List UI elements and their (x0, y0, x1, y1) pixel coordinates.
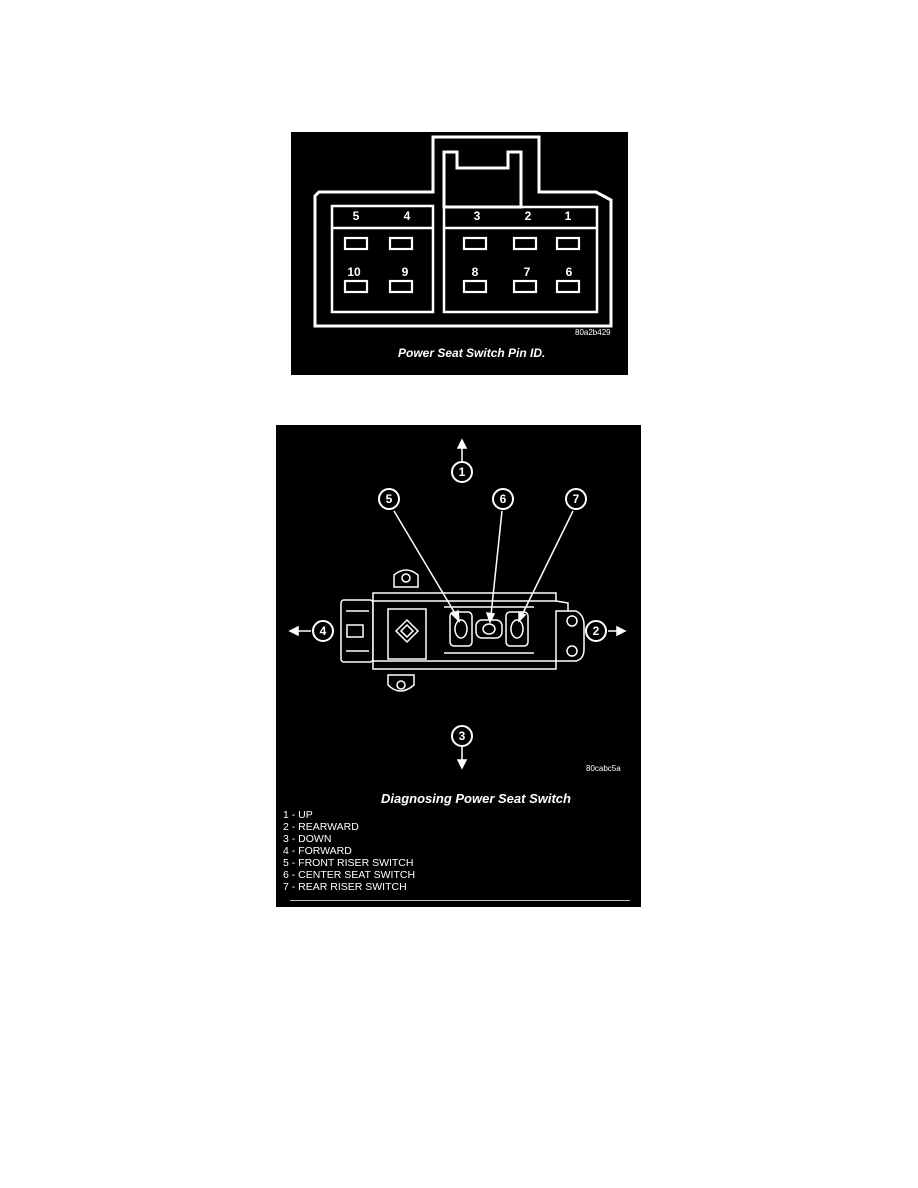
pin-label-4: 4 (404, 209, 411, 223)
legend-item: 7 - REAR RISER SWITCH (283, 881, 407, 893)
pin-cavity-8 (462, 279, 488, 294)
figure-caption: Power Seat Switch Pin ID. (398, 346, 546, 360)
pin-label-10: 10 (347, 265, 361, 279)
pin-label-3: 3 (474, 209, 481, 223)
connector-outline: 5 4 3 2 1 10 9 8 7 6 (313, 135, 613, 328)
pin-cavity-10 (343, 279, 369, 294)
callout-6: 6 (500, 492, 507, 506)
callout-3-circle (451, 725, 473, 747)
callout-7: 7 (573, 492, 580, 506)
callout-5: 5 (386, 492, 393, 506)
pin-label-5: 5 (353, 209, 360, 223)
pin-cavity-1 (555, 236, 581, 251)
figure-caption: Diagnosing Power Seat Switch (381, 791, 571, 806)
legend-item: 1 - UP (283, 809, 313, 821)
figure-code: 80a2b429 (575, 328, 611, 337)
pin-label-7: 7 (524, 265, 531, 279)
legend-item: 3 - DOWN (283, 833, 332, 845)
pin-id-figure: 5 4 3 2 1 10 9 8 7 6 80a2b429 Power Seat… (291, 132, 628, 375)
legend-list: 1 - UP 2 - REARWARD 3 - DOWN 4 - FORWARD… (283, 809, 415, 893)
callout-3: 3 (459, 729, 466, 743)
pin-label-2: 2 (525, 209, 532, 223)
legend-item: 6 - CENTER SEAT SWITCH (283, 869, 416, 881)
pin-cavity-2 (512, 236, 538, 251)
callout-6-circle (492, 488, 514, 510)
legend-item: 5 - FRONT RISER SWITCH (283, 857, 414, 869)
pin-label-8: 8 (472, 265, 479, 279)
callout-2-circle (585, 620, 607, 642)
legend-item: 4 - FORWARD (283, 845, 352, 857)
pin-cavities (343, 236, 581, 294)
callout-2: 2 (593, 624, 600, 638)
callout-4: 4 (320, 624, 327, 638)
legend-item: 2 - REARWARD (283, 821, 359, 833)
callout-1: 1 (459, 465, 466, 479)
callout-1-circle (451, 461, 473, 483)
pin-cavity-5 (343, 236, 369, 251)
pin-cavity-7 (512, 279, 538, 294)
callout-5-circle (378, 488, 400, 510)
figure-code: 80cabc5a (586, 764, 621, 773)
callout-7-circle (565, 488, 587, 510)
pin-label-1: 1 (565, 209, 572, 223)
pin-cavity-3 (462, 236, 488, 251)
pin-cavity-6 (555, 279, 581, 294)
pin-cavity-4 (388, 236, 414, 251)
bottom-rule (290, 900, 630, 901)
switch-diagram: 1 2 3 4 5 6 7 (288, 438, 627, 770)
pin-label-6: 6 (566, 265, 573, 279)
callout-4-circle (312, 620, 334, 642)
pin-cavity-9 (388, 279, 414, 294)
diagnosis-figure: 1 2 3 4 5 6 7 80cabc5a Diagnosing Power … (276, 425, 641, 907)
pin-label-9: 9 (402, 265, 409, 279)
